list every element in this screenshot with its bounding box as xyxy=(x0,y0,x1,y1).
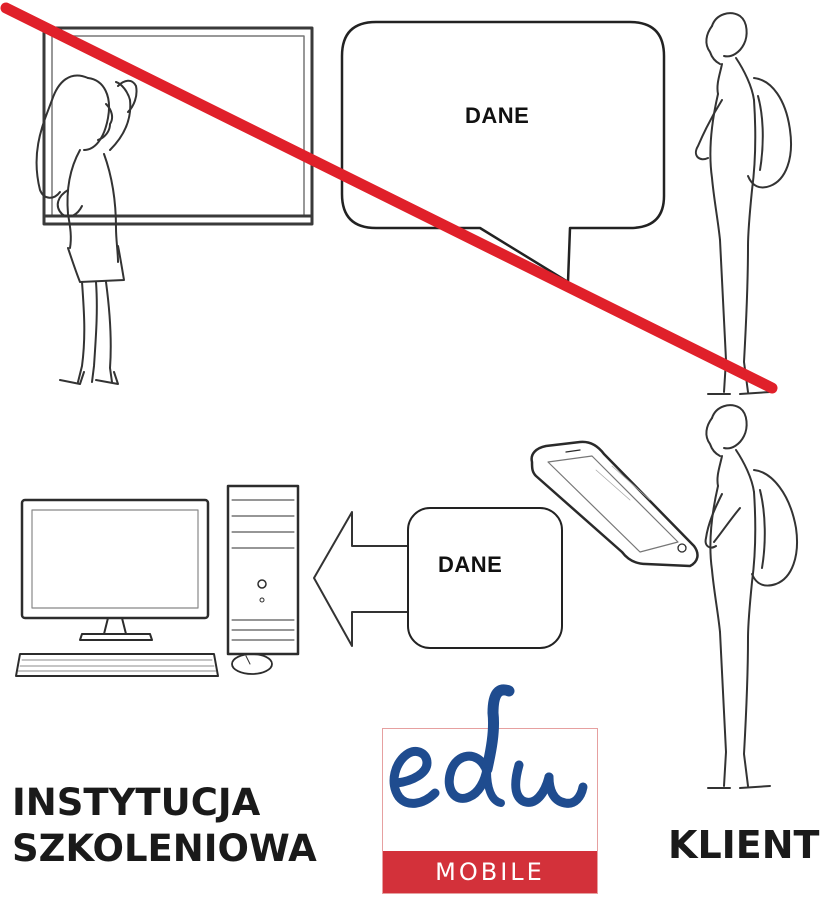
logo-subtitle-band: MOBILE xyxy=(383,851,597,893)
smartphone-sketch xyxy=(530,440,699,568)
man-with-backpack-sketch-bottom xyxy=(704,404,798,789)
institution-label-line1: INSTYTUCJA xyxy=(12,781,261,824)
bubble-text-top: DANE xyxy=(465,103,530,128)
bubble-text-bottom: DANE xyxy=(438,552,503,577)
desktop-computer-sketch xyxy=(15,484,300,677)
cross-out-line xyxy=(0,2,778,394)
institution-label: INSTYTUCJA SZKOLENIOWA xyxy=(12,780,317,873)
speech-bubble-bottom xyxy=(407,507,563,649)
man-with-backpack-sketch-top xyxy=(694,12,792,395)
client-label: KLIENT xyxy=(668,823,820,867)
woman-at-whiteboard-sketch xyxy=(35,74,138,385)
whiteboard-sketch xyxy=(42,26,314,226)
arrow-left-icon xyxy=(313,511,411,647)
edu-wordmark-logo xyxy=(389,684,588,808)
edu-mobile-logo: MOBILE xyxy=(382,684,598,894)
institution-label-line2: SZKOLENIOWA xyxy=(12,827,317,871)
speech-bubble-top xyxy=(340,20,666,284)
